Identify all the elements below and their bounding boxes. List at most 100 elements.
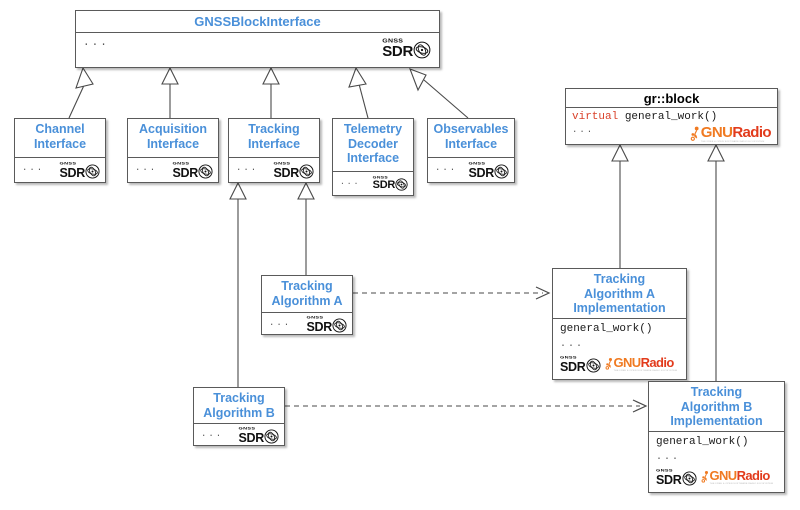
satellite-orbit-icon	[395, 178, 408, 191]
class-title-tracking-algorithm-b-implementation: Tracking Algorithm B Implementation	[649, 382, 784, 432]
class-body-gr-block: virtual general_work() ... GNURadio THE …	[566, 108, 777, 144]
class-box-tracking-interface[interactable]: Tracking Interface ... GNSS SDR	[228, 118, 320, 183]
logo-row: GNSS SDR	[60, 161, 101, 179]
class-title-acquisition-interface: Acquisition Interface	[128, 119, 218, 158]
method-signature-general-work: general_work()	[560, 323, 653, 335]
body-ellipsis: ...	[22, 163, 45, 173]
gnss-sdr-logo-top-text: GNSS	[273, 161, 291, 167]
class-title-gnssblockinterface: GNSSBlockInterface	[76, 11, 439, 33]
gnss-sdr-logo-main-text: SDR	[372, 179, 396, 191]
class-title-tracking-algorithm-a: Tracking Algorithm A	[262, 276, 352, 313]
gnss-sdr-logo-main-text: SDR	[560, 359, 586, 374]
edge-algorithm-a-to-impl-a	[353, 286, 551, 300]
edge-impl-a-to-gr-block	[611, 143, 629, 268]
gnss-sdr-logo-top-text: GNSS	[172, 161, 190, 167]
logo-row: GNSS SDR	[173, 161, 214, 179]
class-box-tracking-algorithm-a[interactable]: Tracking Algorithm A ... GNSS SDR	[261, 275, 353, 335]
gnss-sdr-logo-top-text: GNSS	[382, 38, 404, 44]
class-box-acquisition-interface[interactable]: Acquisition Interface ... GNSS SDR	[127, 118, 219, 183]
gnuradio-logo-gnu-text: GNU	[700, 124, 733, 141]
satellite-orbit-icon	[494, 164, 509, 179]
class-title-telemetry-decoder-interface: Telemetry Decoder Interface	[333, 119, 413, 172]
body-ellipsis: ...	[572, 125, 595, 135]
class-box-gr-block[interactable]: gr::block virtual general_work() ... GNU…	[565, 88, 778, 145]
edge-impl-b-to-gr-block	[707, 143, 725, 381]
gnuradio-logo-radio-text: Radio	[736, 467, 771, 483]
class-body-tracking-interface: ... GNSS SDR	[229, 158, 319, 182]
gnss-sdr-logo-main-text: SDR	[656, 472, 682, 487]
gnss-sdr-logo-top-text: GNSS	[238, 426, 256, 432]
class-box-telemetry-decoder-interface[interactable]: Telemetry Decoder Interface ... GNSS SDR	[332, 118, 414, 196]
keyword-virtual: virtual	[572, 111, 619, 123]
gnss-sdr-logo-main-text: SDR	[306, 319, 333, 334]
class-title-channel-interface: Channel Interface	[15, 119, 105, 158]
gnuradio-logo-tagline: THE FREE & OPEN SOFTWARE RADIO ECOSYSTEM	[709, 481, 774, 485]
class-body-channel-interface: ... GNSS SDR	[15, 158, 105, 182]
satellite-orbit-icon	[585, 358, 601, 373]
gnss-sdr-logo: GNSS SDR	[173, 161, 214, 179]
gnss-sdr-logo-top-text: GNSS	[372, 175, 389, 180]
antenna-icon	[605, 357, 612, 370]
class-body-observables-interface: ... GNSS SDR	[428, 158, 514, 182]
edge-algorithm-b-to-impl-b	[285, 399, 648, 413]
satellite-orbit-icon	[681, 471, 697, 486]
body-ellipsis: ...	[340, 178, 361, 187]
satellite-orbit-icon	[264, 429, 279, 444]
body-ellipsis: ...	[435, 163, 458, 173]
class-body-acquisition-interface: ... GNSS SDR	[128, 158, 218, 182]
method-signature-general-work: virtual general_work()	[572, 111, 771, 124]
gnuradio-logo-gnu-text: GNU	[709, 467, 738, 483]
class-box-tracking-algorithm-b[interactable]: Tracking Algorithm B ... GNSS SDR	[193, 387, 285, 446]
class-title-tracking-interface: Tracking Interface	[229, 119, 319, 158]
gnss-sdr-logo: GNSS SDR	[373, 175, 408, 191]
method-name: general_work()	[618, 111, 718, 123]
class-box-channel-interface[interactable]: Channel Interface ... GNSS SDR	[14, 118, 106, 183]
logo-row: GNSS SDR	[382, 37, 431, 59]
body-ellipsis: ...	[269, 318, 292, 328]
class-body-gnssblockinterface: ... GNSS SDR	[76, 33, 439, 67]
logo-row: GNSS SDR	[274, 161, 315, 179]
gnss-sdr-logo: GNSS SDR	[469, 161, 510, 179]
satellite-orbit-icon	[299, 164, 314, 179]
gnuradio-logo-tagline: THE FREE & OPEN SOFTWARE RADIO ECOSYSTEM	[700, 140, 765, 143]
gnss-sdr-logo-top-text: GNSS	[468, 161, 486, 167]
antenna-icon	[690, 126, 699, 142]
gnss-sdr-logo-main-text: SDR	[382, 43, 413, 60]
class-title-gr-block: gr::block	[566, 89, 777, 108]
class-title-tracking-algorithm-a-implementation: Tracking Algorithm A Implementation	[553, 269, 686, 319]
class-title-observables-interface: Observables Interface	[428, 119, 514, 158]
class-body-tracking-algorithm-a-implementation: general_work() ... GNSS SDR	[553, 319, 686, 379]
gnss-sdr-logo-main-text: SDR	[172, 165, 199, 180]
gnss-sdr-logo-top-text: GNSS	[656, 468, 673, 474]
gnss-sdr-logo: GNSS SDR	[239, 426, 280, 444]
gnuradio-logo-gnu-text: GNU	[613, 354, 642, 370]
class-box-tracking-algorithm-a-implementation[interactable]: Tracking Algorithm A Implementation gene…	[552, 268, 687, 380]
gnss-sdr-logo-main-text: SDR	[59, 165, 86, 180]
logo-row: GNSS SDR	[560, 355, 677, 373]
gnss-sdr-logo: GNSS SDR	[60, 161, 101, 179]
body-ellipsis: ...	[83, 37, 109, 49]
class-box-observables-interface[interactable]: Observables Interface ... GNSS SDR	[427, 118, 515, 183]
body-ellipsis: ...	[560, 339, 585, 350]
body-ellipsis: ...	[656, 452, 681, 463]
gnuradio-logo: GNURadio THE FREE & OPEN SOFTWARE RADIO …	[701, 469, 774, 485]
body-ellipsis: ...	[236, 163, 259, 173]
class-title-tracking-algorithm-b: Tracking Algorithm B	[194, 388, 284, 424]
satellite-orbit-icon	[198, 164, 213, 179]
logo-row: GNSS SDR	[656, 468, 773, 486]
antenna-icon	[701, 470, 708, 483]
gnss-sdr-logo-top-text: GNSS	[59, 161, 77, 167]
satellite-orbit-icon	[332, 318, 347, 333]
class-body-tracking-algorithm-b-implementation: general_work() ... GNSS SDR	[649, 432, 784, 492]
edge-algorithm-a-to-tracking-interface	[297, 181, 315, 275]
gnuradio-logo: GNURadio THE FREE & OPEN SOFTWARE RADIO …	[605, 356, 678, 372]
body-ellipsis: ...	[201, 429, 224, 439]
class-box-gnssblockinterface[interactable]: GNSSBlockInterface ... GNSS SDR	[75, 10, 440, 68]
class-body-telemetry-decoder-interface: ... GNSS SDR	[333, 172, 413, 195]
gnuradio-logo: GNURadio THE FREE & OPEN SOFTWARE RADIO …	[690, 124, 772, 143]
logo-row: GNSS SDR	[307, 315, 348, 333]
gnss-sdr-logo: GNSS SDR	[382, 37, 431, 59]
body-ellipsis: ...	[135, 163, 158, 173]
class-box-tracking-algorithm-b-implementation[interactable]: Tracking Algorithm B Implementation gene…	[648, 381, 785, 493]
